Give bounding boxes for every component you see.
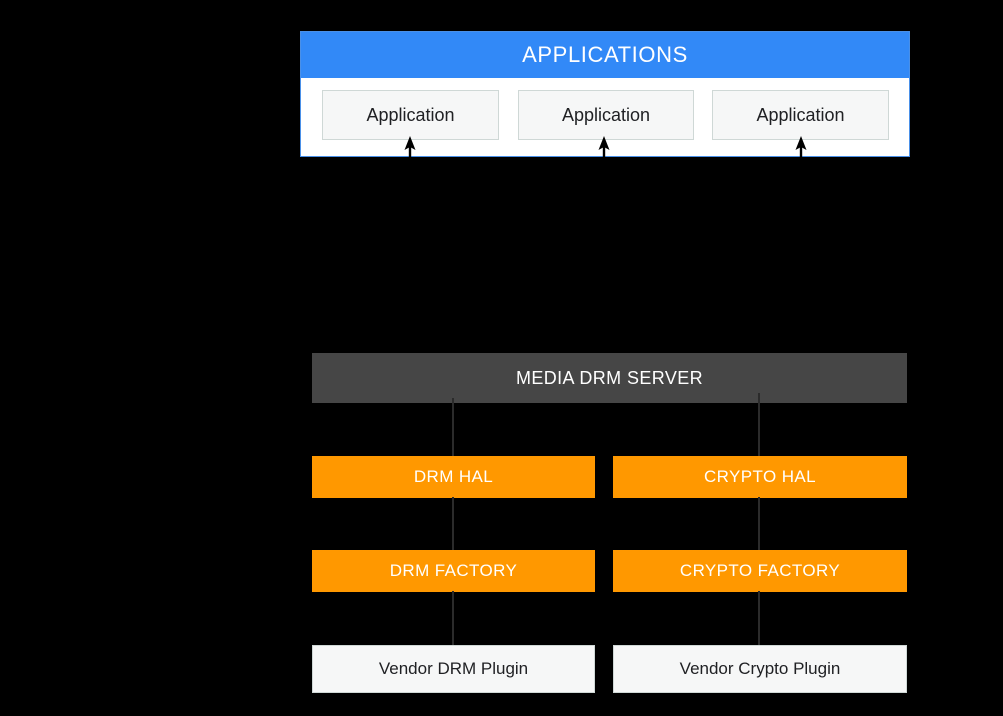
application-box-1[interactable]: Application (322, 90, 499, 140)
applications-header: APPLICATIONS (301, 32, 909, 78)
crypto-factory-box[interactable]: CRYPTO FACTORY (613, 550, 907, 592)
media-drm-server-label: MEDIA DRM SERVER (515, 367, 704, 388)
arrow-up-icon-app1 (404, 136, 416, 162)
vendor-crypto-plugin-label: Vendor Crypto Plugin (679, 659, 841, 678)
application-label-3: Application (756, 104, 845, 125)
drm-hal-label: DRM HAL (413, 467, 494, 486)
application-label-1: Application (366, 104, 455, 125)
application-box-2[interactable]: Application (518, 90, 694, 140)
connector-line-icon-crypto-hal (758, 393, 760, 456)
arrow-up-icon-app2 (598, 136, 610, 162)
arrow-down-icon-framework2 (598, 206, 610, 232)
applications-header-label: APPLICATIONS (522, 42, 688, 67)
vendor-crypto-plugin-box[interactable]: Vendor Crypto Plugin (613, 645, 907, 693)
arrow-up-icon-framework-large (588, 228, 622, 268)
arrow-down-icon-framework3 (832, 206, 844, 234)
drm-factory-box[interactable]: DRM FACTORY (312, 550, 595, 592)
crypto-hal-box[interactable]: CRYPTO HAL (613, 456, 907, 498)
drm-factory-label: DRM FACTORY (389, 561, 518, 580)
vendor-drm-plugin-box[interactable]: Vendor DRM Plugin (312, 645, 595, 693)
vendor-drm-plugin-label: Vendor DRM Plugin (378, 659, 529, 678)
connector-line-icon-crypto-factory (758, 497, 760, 551)
application-box-3[interactable]: Application (712, 90, 889, 140)
connector-line-icon-crypto-plugin (758, 591, 760, 646)
arrow-up-icon-app3 (795, 136, 807, 162)
crypto-hal-label: CRYPTO HAL (703, 467, 817, 486)
connector-line-icon-drm-plugin (452, 591, 454, 646)
connector-line-icon-drm-hal (452, 398, 454, 456)
arrow-down-icon-framework1 (373, 206, 385, 234)
connector-line-icon-drm-factory (452, 497, 454, 551)
application-label-2: Application (561, 104, 651, 125)
crypto-factory-label: CRYPTO FACTORY (679, 561, 841, 580)
media-drm-server-box[interactable]: MEDIA DRM SERVER (312, 353, 907, 403)
drm-hal-box[interactable]: DRM HAL (312, 456, 595, 498)
